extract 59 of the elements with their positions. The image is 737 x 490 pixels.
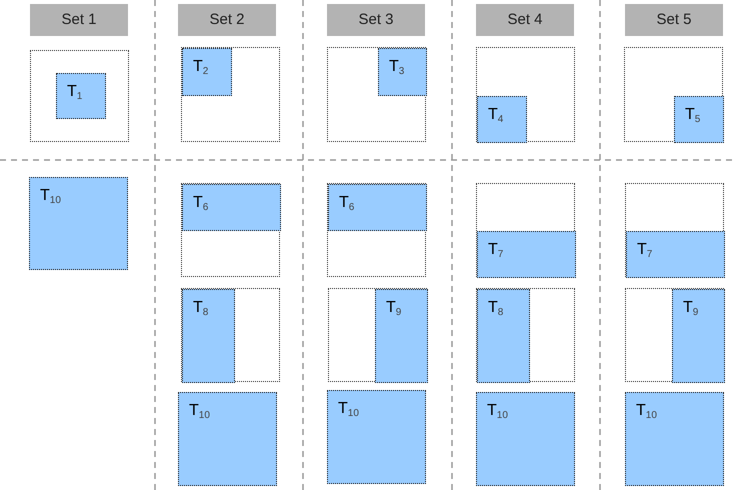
dotted-frame bbox=[476, 183, 575, 277]
tile-box bbox=[672, 289, 725, 383]
tile-box bbox=[626, 231, 725, 278]
tile-label: T$_{8}$ bbox=[193, 300, 208, 316]
tile-box bbox=[29, 177, 128, 270]
dotted-frame bbox=[327, 47, 426, 142]
tile-box bbox=[375, 289, 428, 383]
header-label: Set 2 bbox=[209, 10, 245, 30]
tile-label: T$_{1}$ bbox=[67, 84, 82, 100]
tile-label: T$_{7}$ bbox=[637, 242, 652, 258]
header-label: Set 4 bbox=[507, 10, 543, 30]
tile-label: T$_{5}$ bbox=[685, 107, 700, 123]
tile-box bbox=[328, 184, 427, 231]
dotted-frame bbox=[181, 288, 280, 382]
tile-label: T$_{10}$ bbox=[189, 403, 210, 419]
dotted-frame bbox=[476, 288, 575, 382]
tile-label: T$_{9}$ bbox=[386, 300, 402, 316]
tile-label: T$_{10}$ bbox=[40, 188, 61, 204]
tile-label: T$_{9}$ bbox=[683, 300, 698, 316]
tile-label: T$_{2}$ bbox=[193, 59, 208, 75]
tile-label: T$_{8}$ bbox=[488, 300, 504, 316]
tile-label: T$_{6}$ bbox=[339, 195, 354, 211]
dotted-frame bbox=[328, 288, 427, 382]
tile-label: T$_{7}$ bbox=[488, 242, 504, 258]
tile-box bbox=[477, 96, 527, 143]
set-header bbox=[476, 4, 574, 36]
set-header bbox=[327, 4, 425, 36]
tile-box bbox=[182, 184, 281, 231]
tile-label: T$_{4}$ bbox=[488, 107, 504, 123]
tile-label: T$_{10}$ bbox=[338, 401, 359, 417]
header-label: Set 3 bbox=[358, 10, 394, 30]
dotted-frame bbox=[181, 47, 280, 142]
tile-label: T$_{10}$ bbox=[487, 403, 508, 419]
header-label: Set 5 bbox=[656, 10, 692, 30]
dotted-frame bbox=[30, 50, 129, 142]
dotted-frame bbox=[476, 47, 575, 142]
tile-box bbox=[477, 289, 530, 383]
tile-box bbox=[674, 96, 724, 143]
dotted-frame bbox=[327, 183, 426, 277]
dotted-frame bbox=[625, 288, 724, 382]
dotted-frame bbox=[625, 183, 724, 277]
set-header bbox=[30, 4, 128, 36]
tile-box bbox=[178, 392, 277, 486]
tile-box bbox=[56, 73, 106, 119]
tile-label: T$_{6}$ bbox=[193, 195, 208, 211]
tile-box bbox=[182, 289, 235, 383]
set-header bbox=[625, 4, 723, 36]
dotted-frame bbox=[624, 47, 723, 142]
tile-label: T$_{3}$ bbox=[389, 59, 404, 75]
tile-label: T$_{10}$ bbox=[636, 403, 657, 419]
header-label: Set 1 bbox=[61, 10, 97, 30]
tile-box bbox=[477, 231, 576, 278]
tile-box bbox=[182, 48, 232, 96]
tile-box bbox=[625, 392, 724, 486]
dotted-frame bbox=[181, 183, 280, 277]
tile-box bbox=[476, 392, 575, 486]
set-header bbox=[178, 4, 276, 36]
tile-box bbox=[378, 48, 427, 96]
tile-box bbox=[327, 390, 426, 484]
